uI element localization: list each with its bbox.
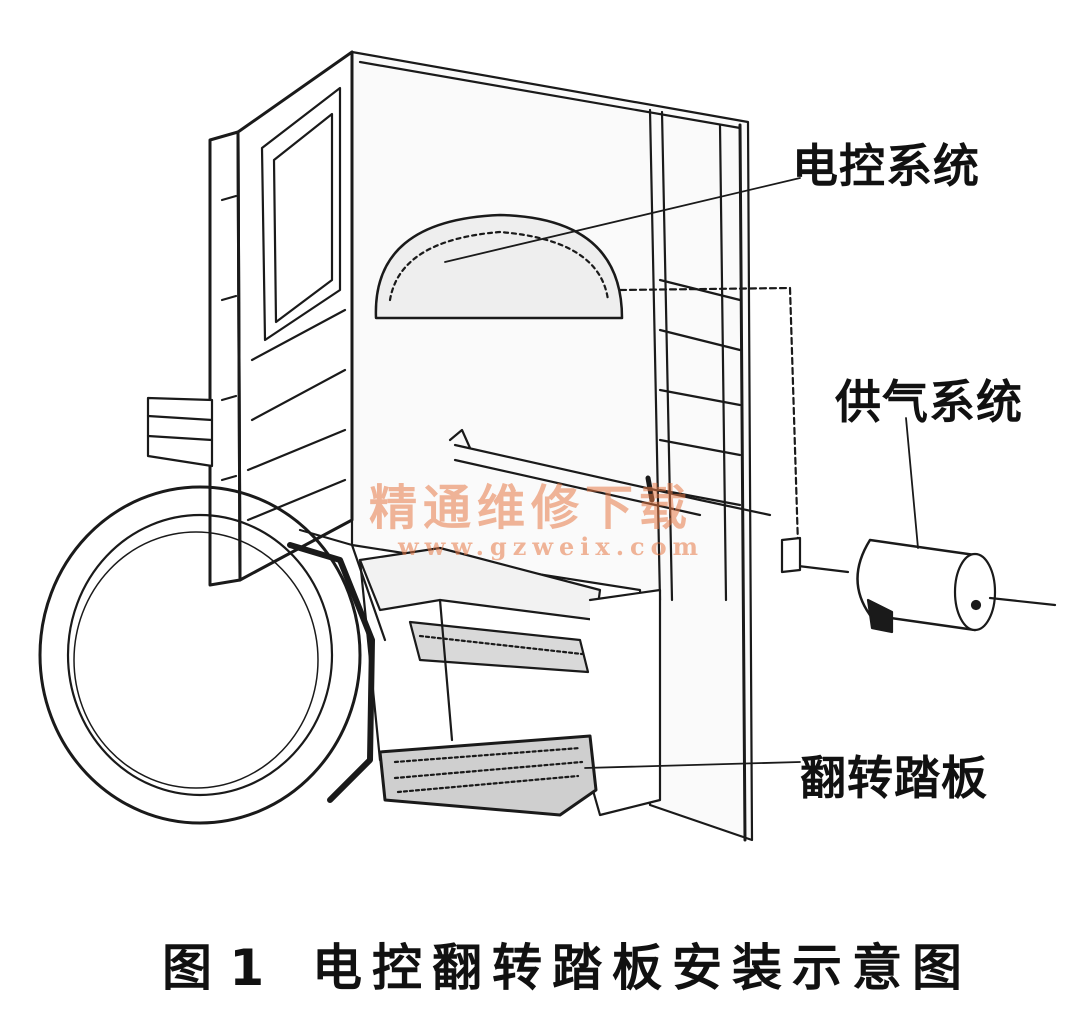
flip-step-plate [378,734,598,817]
door-handle [146,396,214,468]
figure-title: 电控翻转踏板安装示意图 [312,939,972,997]
leader-step [584,761,801,769]
front-wheel [38,485,362,825]
leader-air [905,417,919,549]
label-flip-step: 翻转踏板 [800,751,988,805]
leader-electric [444,177,801,263]
watermark-url: www.gzweix.com [398,532,705,561]
cab-side-seam [648,108,662,602]
figure-number: 图 1 [162,939,265,997]
watermark: 精通维修下载 www.gzweix.com [358,468,704,561]
label-air-supply: 供气系统 [835,375,1023,429]
electric-control-unit [374,213,624,320]
watermark-text: 精通维修下载 [369,480,694,536]
truck-cab-diagram [38,50,1057,842]
door-window [260,86,342,342]
label-electric-control: 电控系统 [792,139,980,193]
air-tank [788,538,1057,634]
upper-step-plate [408,620,590,674]
